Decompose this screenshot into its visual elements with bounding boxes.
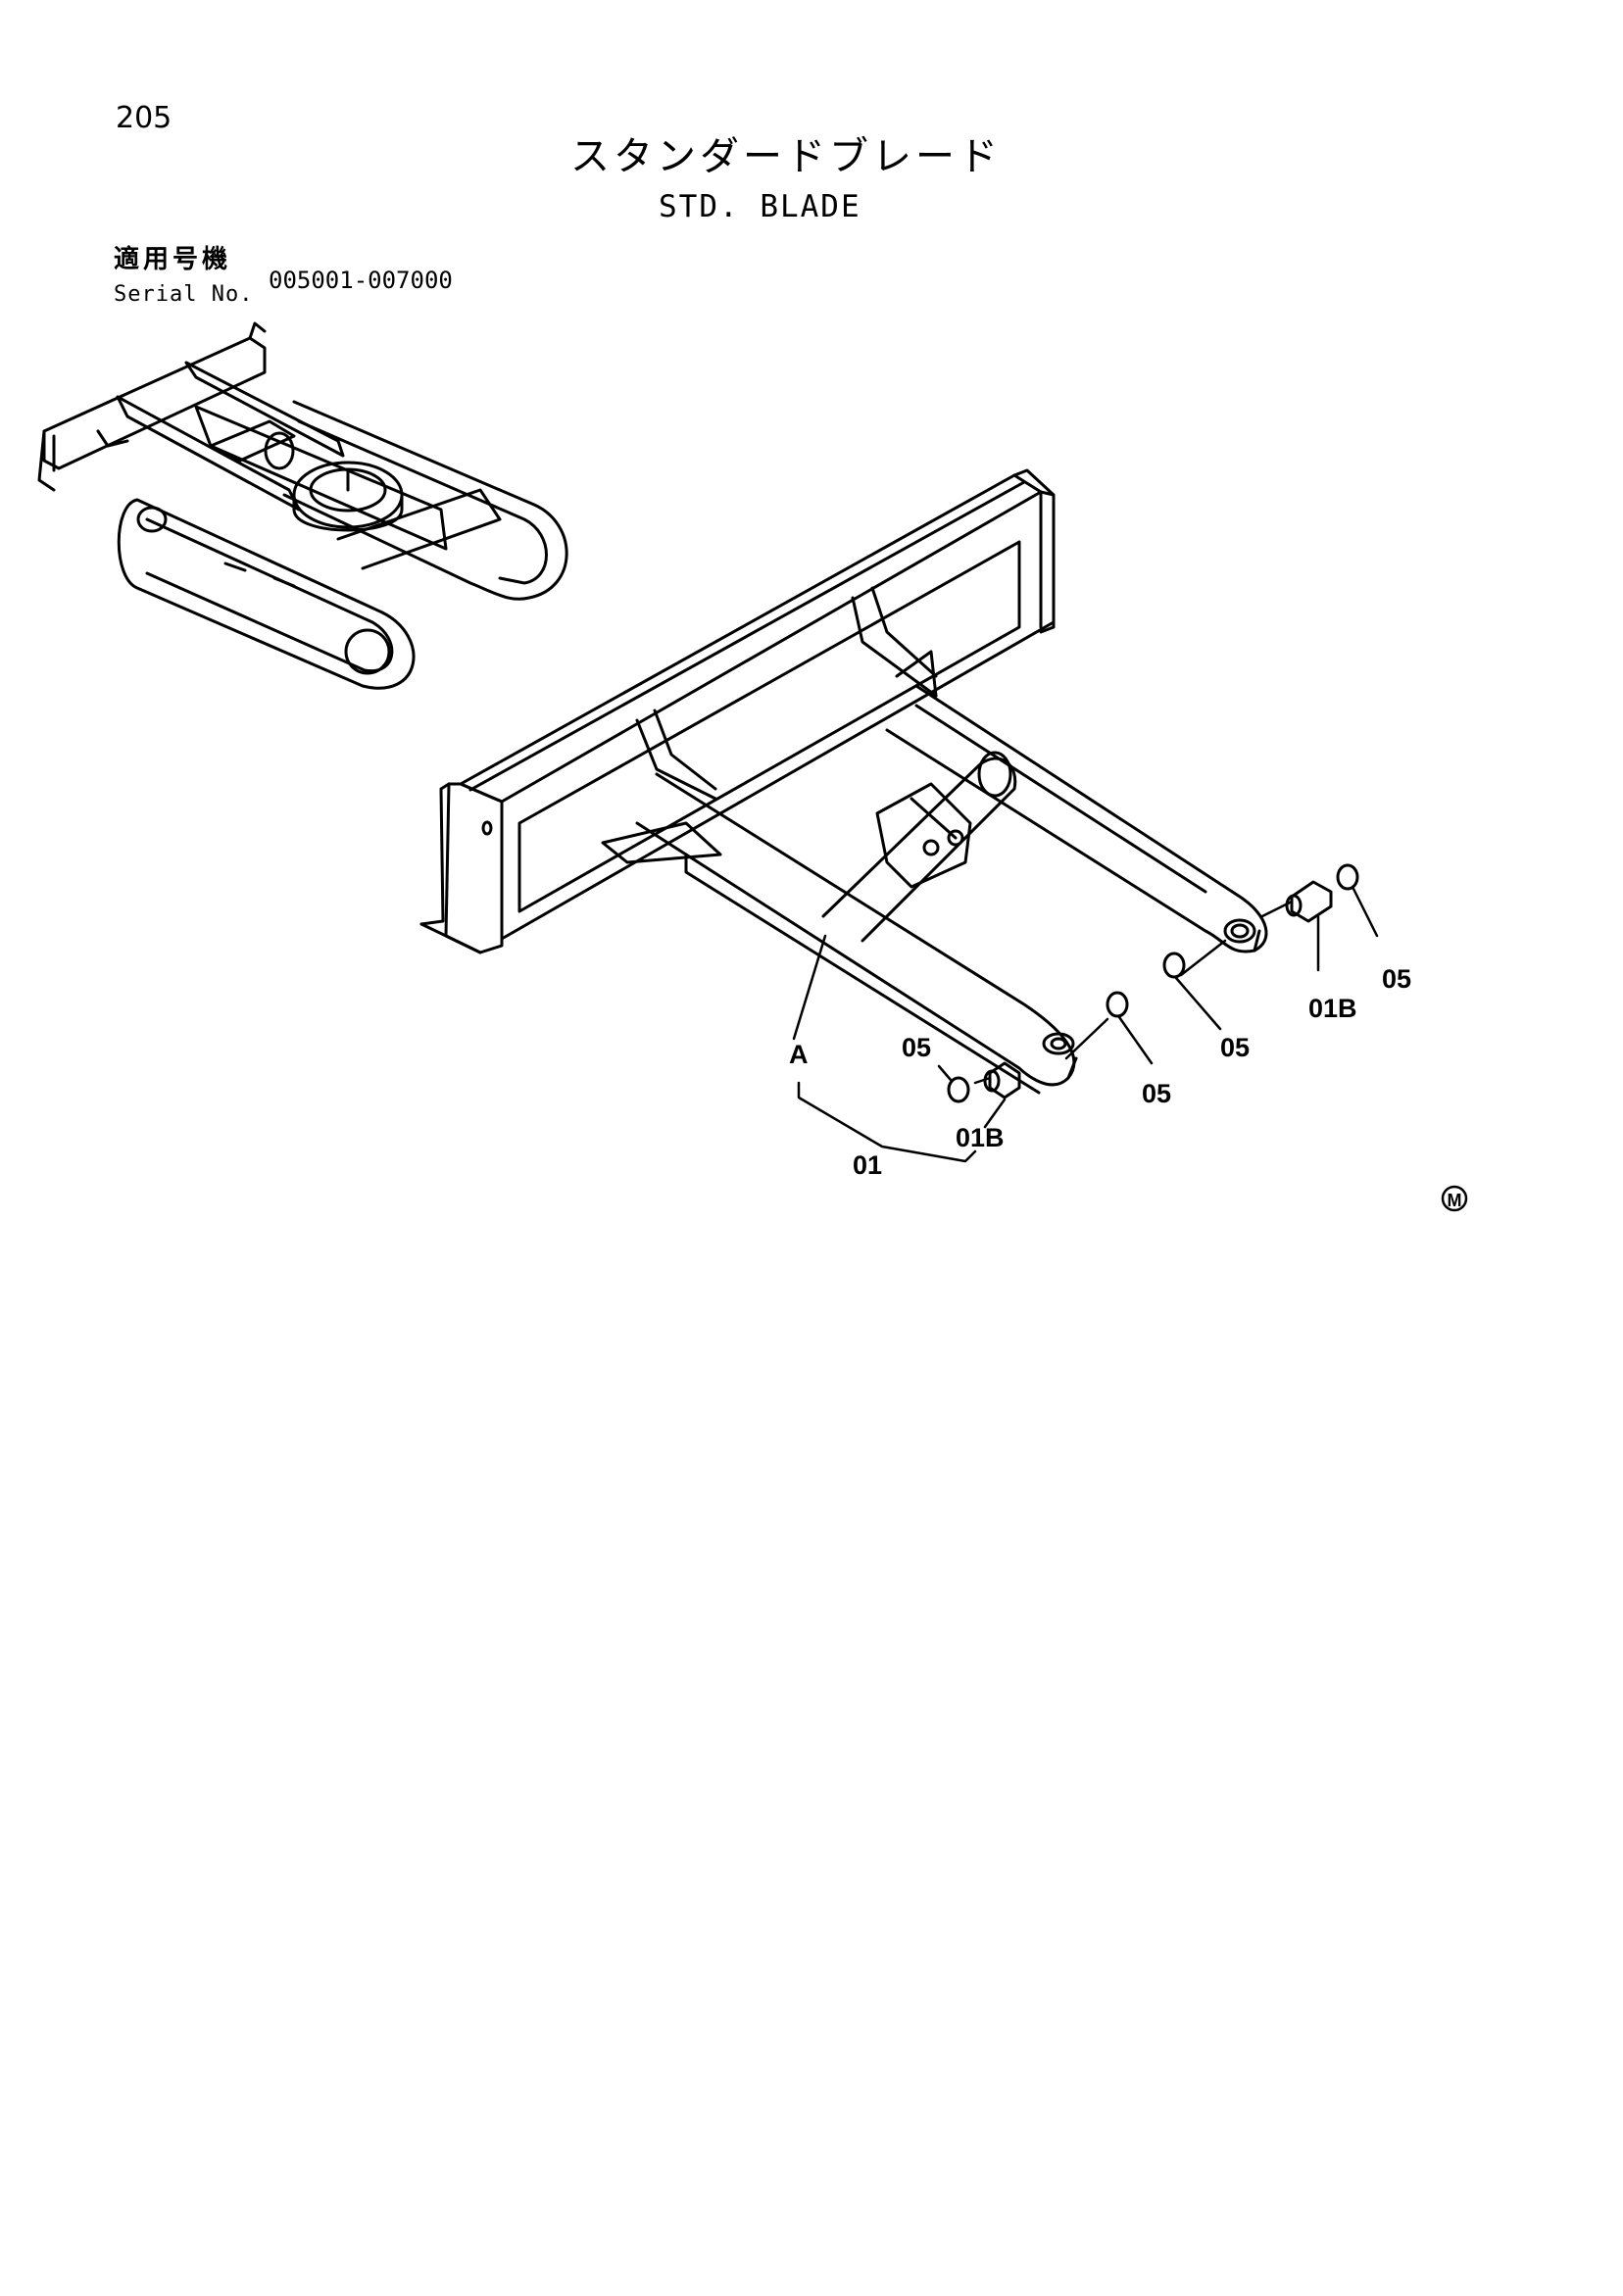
serial-range: 005001-007000 — [269, 267, 453, 294]
callout-05-center: 05 — [1142, 1079, 1171, 1108]
callout-01: 01 — [853, 1150, 882, 1180]
model-mark: M — [1441, 1185, 1468, 1212]
serial-label-japanese: 適用号機 — [114, 245, 232, 274]
serial-label-english: Serial No. — [114, 282, 254, 307]
page-title-english: STD. BLADE — [659, 189, 861, 224]
callout-A: A — [789, 1040, 809, 1069]
callout-01b-left: 01B — [956, 1123, 1005, 1152]
leader-lines — [792, 885, 1379, 1163]
blade-assembly — [419, 468, 1359, 1103]
page-number: 205 — [116, 101, 172, 135]
callout-05-left: 05 — [902, 1033, 931, 1062]
page-title-japanese: スタンダードブレード — [570, 134, 1002, 179]
callout-01b-right: 01B — [1308, 994, 1357, 1023]
model-mark-letter: M — [1448, 1191, 1462, 1210]
machine-overview — [37, 321, 568, 690]
callout-05-far-right: 05 — [1382, 964, 1411, 994]
callout-05-right: 05 — [1220, 1033, 1250, 1062]
